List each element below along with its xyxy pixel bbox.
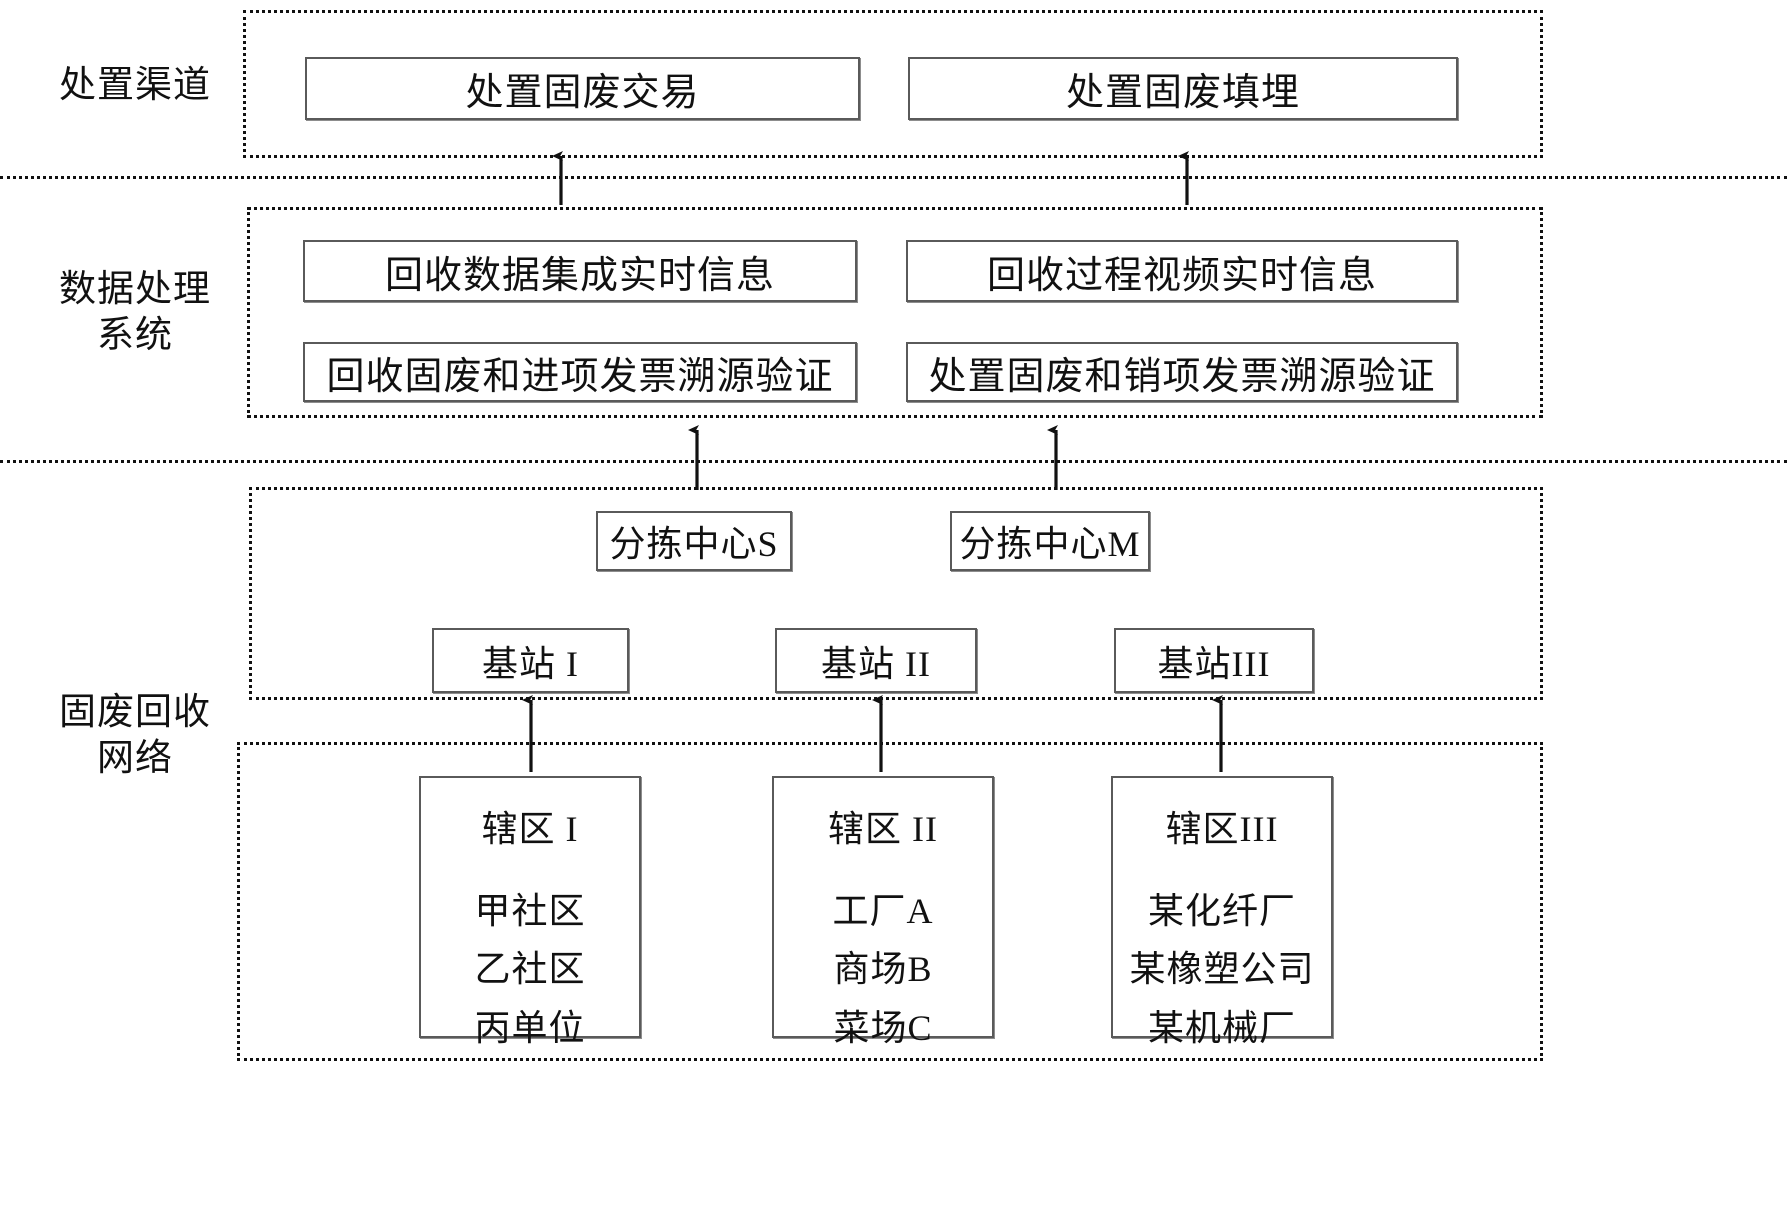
row-label-data-processing: 数据处理 系统 [59, 269, 211, 357]
section-divider-lower [0, 460, 1787, 463]
node-base-station-1[interactable]: 基站 I [432, 628, 629, 693]
node-recycle-video-realtime[interactable]: 回收过程视频实时信息 [906, 240, 1458, 302]
district-item: 商场B [833, 949, 933, 990]
district-item: 某机械厂 [1147, 1007, 1296, 1048]
node-base-station-3[interactable]: 基站III [1114, 628, 1314, 693]
section-band-districts [237, 742, 1543, 1061]
node-sorting-center-s[interactable]: 分拣中心S [596, 511, 792, 571]
district-title: 辖区 I [481, 809, 579, 849]
node-recycle-invoice-trace[interactable]: 回收固废和进项发票溯源验证 [303, 342, 857, 402]
district-item: 某橡塑公司 [1129, 949, 1315, 990]
section-band-sorting-and-stations [249, 487, 1543, 700]
district-item: 甲社区 [474, 891, 586, 931]
node-district-2[interactable]: 辖区 II 工厂A 商场B 菜场C [772, 776, 994, 1048]
node-disposal-invoice-trace[interactable]: 处置固废和销项发票溯源验证 [906, 342, 1458, 402]
district-item: 工厂A [832, 891, 934, 931]
district-item: 丙单位 [474, 1007, 586, 1048]
node-disposal-trade[interactable]: 处置固废交易 [305, 57, 860, 120]
section-band-data-processing [247, 207, 1543, 418]
section-divider-upper [0, 176, 1787, 179]
district-item: 乙社区 [474, 949, 586, 990]
node-disposal-landfill[interactable]: 处置固废填埋 [908, 57, 1458, 120]
row-label-recycling-network: 固废回收 网络 [59, 692, 211, 780]
node-district-3[interactable]: 辖区III 某化纤厂 某橡塑公司 某机械厂 [1111, 776, 1333, 1048]
node-district-1[interactable]: 辖区 I 甲社区 乙社区 丙单位 [419, 776, 641, 1048]
district-item: 某化纤厂 [1147, 891, 1296, 931]
node-sorting-center-m[interactable]: 分拣中心M [950, 511, 1150, 571]
district-title: 辖区 II [828, 809, 938, 849]
row-label-disposal-channel: 处置渠道 [59, 65, 211, 106]
section-band-disposal-channel [243, 10, 1543, 158]
district-title: 辖区III [1165, 809, 1279, 849]
node-base-station-2[interactable]: 基站 II [775, 628, 977, 693]
district-item: 菜场C [833, 1007, 933, 1048]
node-recycle-data-realtime[interactable]: 回收数据集成实时信息 [303, 240, 857, 302]
